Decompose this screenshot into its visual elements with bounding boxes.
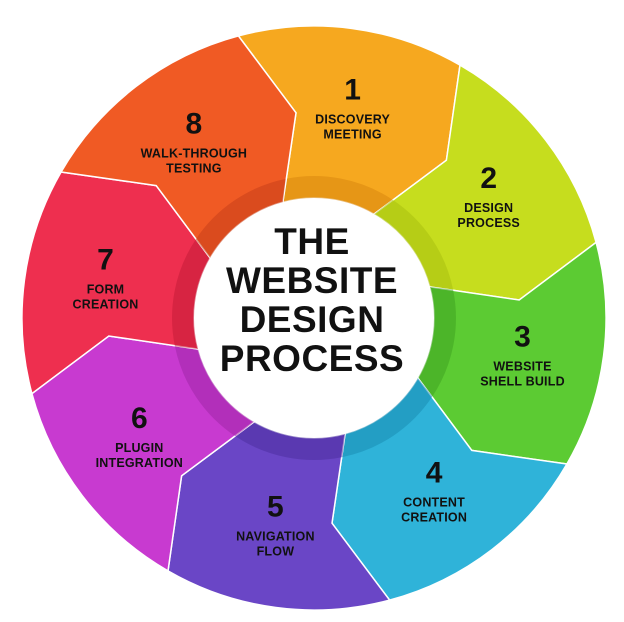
step-6-label-line-1: PLUGIN: [115, 441, 163, 455]
step-7-label-line-1: FORM: [87, 282, 125, 296]
step-5-shade: [235, 421, 346, 460]
center-title-line-4: PROCESS: [219, 338, 405, 379]
step-5-label-line-2: FLOW: [257, 545, 295, 559]
step-6-shade: [174, 346, 254, 437]
step-3-shade: [417, 286, 456, 397]
step-1-number: 1: [344, 74, 361, 107]
step-4-label-line-2: CREATION: [401, 511, 467, 525]
center-title-line-1: THE: [274, 221, 350, 262]
step-2-label-line-2: PROCESS: [457, 216, 520, 230]
step-5-label-line-1: NAVIGATION: [236, 530, 315, 544]
step-2-label-line-1: DESIGN: [464, 201, 513, 215]
step-7-label-line-2: CREATION: [73, 297, 139, 311]
center-title-line-3: DESIGN: [239, 299, 385, 340]
step-1-label-line-1: DISCOVERY: [315, 113, 390, 127]
step-3-label-line-1: WEBSITE: [493, 360, 551, 374]
step-3-label-line-2: SHELL BUILD: [480, 375, 565, 389]
step-6-number: 6: [131, 402, 148, 435]
center-title: THE WEBSITE DESIGN PROCESS: [202, 222, 422, 378]
step-4-number: 4: [426, 457, 443, 490]
step-8-number: 8: [186, 107, 203, 140]
step-8-shade: [195, 178, 286, 258]
center-circle: [198, 202, 430, 434]
step-8-label-line-1: WALK-THROUGH: [141, 146, 248, 160]
step-1-shade: [282, 176, 393, 215]
step-4-shade: [342, 378, 433, 458]
step-1-label-line-2: MEETING: [323, 128, 381, 142]
step-2-number: 2: [480, 162, 497, 195]
step-2-shade: [374, 199, 454, 290]
step-4-label-line-1: CONTENT: [403, 496, 465, 510]
step-5-number: 5: [267, 491, 284, 524]
step-7-number: 7: [97, 243, 114, 276]
step-3-number: 3: [514, 321, 531, 354]
step-7-shade: [172, 239, 211, 350]
center-title-line-2: WEBSITE: [225, 260, 399, 301]
step-8-label-line-2: TESTING: [166, 161, 222, 175]
step-6-label-line-2: INTEGRATION: [96, 456, 183, 470]
